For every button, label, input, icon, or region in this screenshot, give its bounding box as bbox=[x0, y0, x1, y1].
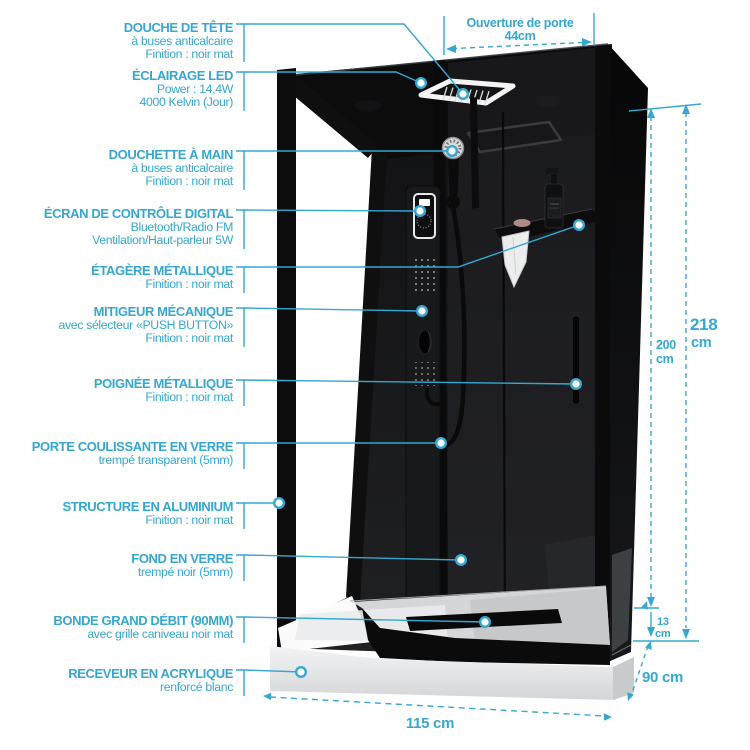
dim-height-inner-value: 200 bbox=[656, 338, 676, 352]
callout-dot bbox=[479, 616, 492, 629]
dim-door-opening-label: Ouverture de porte bbox=[466, 16, 573, 30]
dim-depth-value: 90 cm bbox=[642, 669, 683, 686]
door-seam bbox=[501, 111, 507, 631]
dim-door-opening: Ouverture de porte 44cm bbox=[443, 13, 595, 55]
bottom-track bbox=[362, 608, 610, 665]
frame-back-post bbox=[346, 148, 387, 604]
callout-dot bbox=[414, 204, 427, 217]
dim-width-value: 115 cm bbox=[406, 715, 454, 732]
dim-tray-height-unit: cm bbox=[655, 628, 671, 640]
door-stopper bbox=[575, 644, 585, 650]
callout-dot bbox=[446, 144, 459, 157]
dim-door-opening-value: 44cm bbox=[505, 29, 536, 43]
soap-bar bbox=[513, 219, 531, 227]
roof-edge bbox=[284, 43, 609, 77]
callout-dot bbox=[415, 76, 428, 89]
door-handle bbox=[572, 315, 580, 405]
annotation-layer: Ouverture de porte 44cm 200 cm 218 cm 13… bbox=[236, 13, 718, 732]
callout-dot bbox=[435, 437, 448, 450]
ceiling-speaker-icon bbox=[355, 100, 381, 112]
callout-dot bbox=[455, 554, 468, 567]
callout-dot bbox=[295, 666, 308, 679]
frame-front-post bbox=[277, 68, 296, 650]
dim-height-lines: 200 cm 218 cm 13 cm bbox=[628, 103, 718, 642]
riser-bar bbox=[470, 97, 479, 209]
callout-dot bbox=[573, 218, 586, 231]
dim-width: 115 cm bbox=[263, 692, 612, 732]
soap-bottle bbox=[544, 168, 564, 229]
callout-dot bbox=[570, 378, 583, 391]
dim-height-outer-value: 218 bbox=[690, 315, 717, 334]
tray-skirt-side bbox=[613, 657, 634, 700]
frame-top-rail bbox=[281, 70, 378, 158]
dim-tray-height-value: 13 bbox=[657, 616, 669, 628]
frame-right-post bbox=[595, 45, 610, 660]
cabin-right-face bbox=[608, 44, 648, 662]
tray-skirt bbox=[270, 646, 613, 700]
right-face-reflection bbox=[612, 548, 632, 652]
control-panel bbox=[405, 185, 442, 649]
callout-lines bbox=[243, 23, 580, 673]
speaker-grid bbox=[412, 259, 438, 291]
dim-height-inner-unit: cm bbox=[656, 352, 674, 366]
callout-dot bbox=[273, 497, 286, 510]
label-brackets bbox=[236, 23, 245, 696]
dim-depth: 90 cm bbox=[627, 601, 683, 701]
door-stopper bbox=[453, 638, 461, 644]
callout-dot bbox=[416, 305, 429, 318]
hose-outlet bbox=[424, 388, 442, 407]
mixer-knob bbox=[418, 329, 432, 355]
callout-dots bbox=[273, 76, 586, 679]
shower-cabin-illustration bbox=[270, 43, 648, 700]
callout-dot bbox=[457, 87, 470, 100]
control-dial bbox=[416, 213, 432, 229]
dim-height-outer-unit: cm bbox=[691, 335, 711, 351]
